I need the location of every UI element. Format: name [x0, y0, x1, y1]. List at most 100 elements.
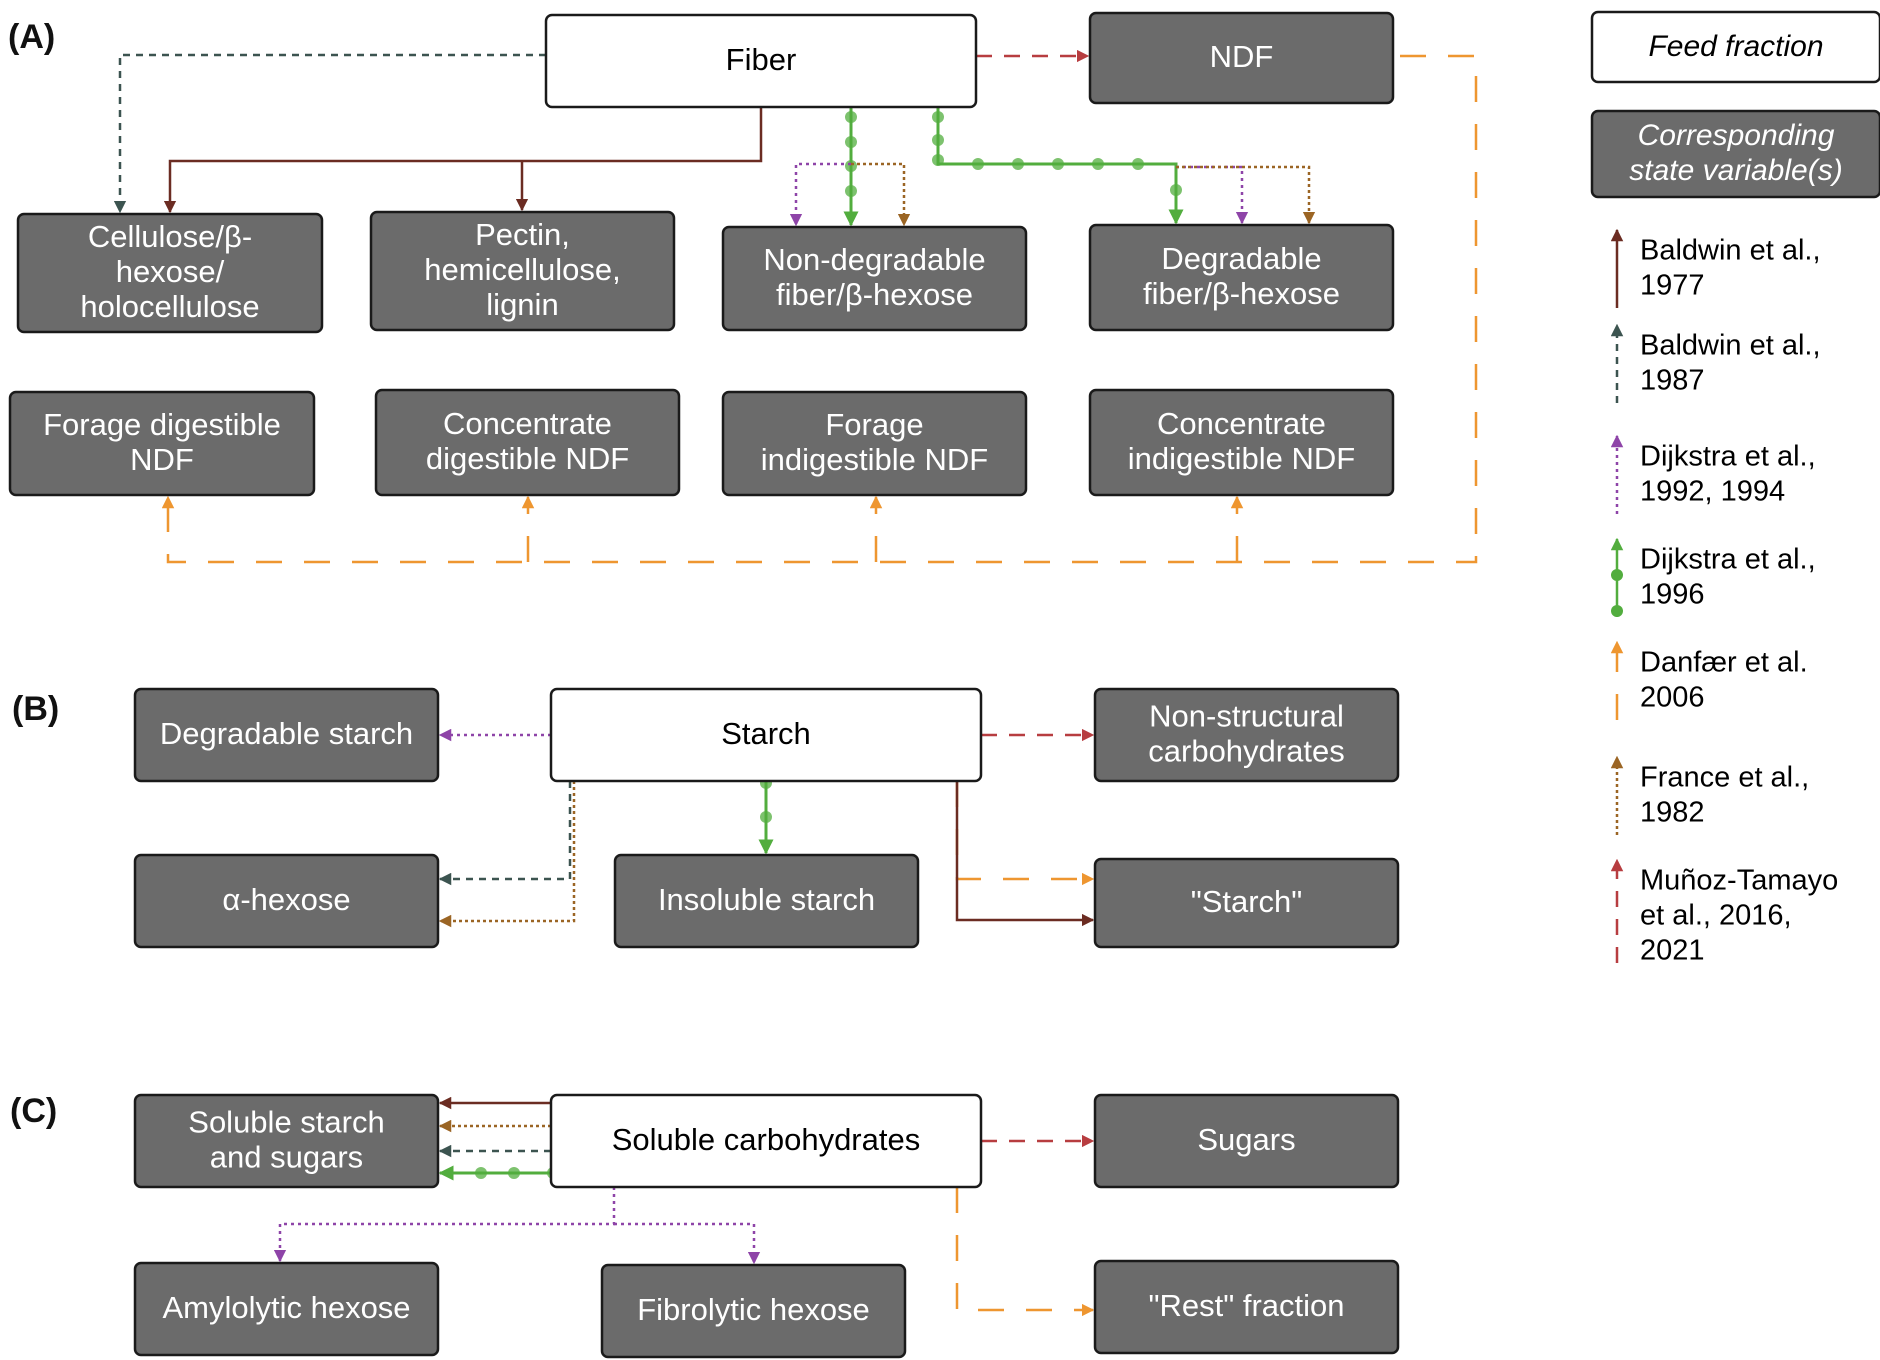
- legend-entry-label: Dijkstra et al.,: [1640, 441, 1816, 473]
- box-starch-q: "Starch": [1093, 857, 1400, 949]
- box-fibrolytic: Fibrolytic hexose: [600, 1263, 907, 1359]
- box-starch-label: Starch: [721, 716, 811, 751]
- legend-entry-dijkstra92: Dijkstra et al.,1992, 1994: [1610, 434, 1816, 514]
- connectors: [113, 49, 1478, 1317]
- legend-entry-label: Muñoz-Tamayo: [1640, 865, 1838, 897]
- box-deg-starch-shape: [133, 687, 440, 783]
- legend-entry-label: Baldwin et al.,: [1640, 235, 1821, 267]
- legend-entry-danfaer: Danfær et al.2006: [1610, 640, 1808, 720]
- connector-france: [851, 162, 911, 227]
- box-amylolytic: Amylolytic hexose: [133, 1261, 440, 1357]
- box-rest-label: "Rest" fraction: [1148, 1288, 1344, 1323]
- box-conc-dig-label: digestible NDF: [426, 441, 629, 476]
- connector-dijkstra92: [614, 1222, 761, 1265]
- connector-dot: [1170, 184, 1182, 196]
- box-nondeg-fiber-label: fiber/β-hexose: [776, 277, 973, 312]
- box-insol-starch: Insoluble starch: [613, 853, 920, 949]
- connector-dijkstra92: [789, 162, 851, 227]
- legend-entry-label: 1992, 1994: [1640, 476, 1785, 508]
- panel-label-c: (C): [10, 1092, 57, 1130]
- box-deg-fiber-label: Degradable: [1161, 241, 1321, 276]
- connector-france: [438, 781, 576, 928]
- connector-dot: [760, 811, 772, 823]
- box-pectin-label: hemicellulose,: [424, 252, 620, 287]
- connector-dot: [932, 154, 944, 166]
- box-sol-carb-shape: [549, 1093, 983, 1189]
- connector-danfaer: [161, 54, 1478, 564]
- box-nsc-shape: [1093, 687, 1400, 783]
- box-fibrolytic-shape: [600, 1263, 907, 1359]
- legend-entry-label: 1982: [1640, 797, 1705, 829]
- legend-entry-dijkstra96: Dijkstra et al.,1996: [1610, 537, 1816, 617]
- box-cellulose: Cellulose/β-hexose/holocellulose: [16, 212, 324, 334]
- box-nondeg-fiber-label: Non-degradable: [763, 242, 985, 277]
- connector-dot: [932, 111, 944, 123]
- connector-dot: [1052, 158, 1064, 170]
- connector-dot: [845, 160, 857, 172]
- box-rest: "Rest" fraction: [1093, 1259, 1400, 1355]
- box-alpha-hexose-shape: [133, 853, 440, 949]
- box-ndf-label: NDF: [1210, 39, 1274, 74]
- box-forage-indig-shape: [721, 390, 1028, 497]
- connector-dot: [475, 1167, 487, 1179]
- box-insol-starch-label: Insoluble starch: [658, 882, 875, 917]
- box-forage-dig-label: Forage digestible: [43, 407, 281, 442]
- box-sugars: Sugars: [1093, 1093, 1400, 1189]
- connector-dot: [1012, 158, 1024, 170]
- box-forage-dig-label: NDF: [130, 442, 194, 477]
- box-sol-carb: Soluble carbohydrates: [549, 1093, 983, 1189]
- box-starch-q-label: "Starch": [1191, 884, 1303, 919]
- legend-entry-label: 2006: [1640, 682, 1705, 714]
- panel-label-a: (A): [8, 18, 55, 56]
- legend-entry-label: Danfær et al.: [1640, 647, 1808, 679]
- legend-entry-france: France et al.,1982: [1610, 755, 1809, 835]
- box-deg-fiber-shape: [1088, 223, 1395, 332]
- box-alpha-hexose-label: α-hexose: [222, 882, 350, 917]
- box-fibrolytic-label: Fibrolytic hexose: [637, 1292, 870, 1327]
- legend-feed-fraction-label: Feed fraction: [1648, 30, 1823, 63]
- legend-feed-fraction-box: [1590, 10, 1880, 84]
- box-sol-carb-label: Soluble carbohydrates: [612, 1122, 920, 1157]
- box-deg-starch-label: Degradable starch: [160, 716, 413, 751]
- connector-danfaer: [955, 781, 1095, 886]
- box-ndf-shape: [1088, 11, 1395, 105]
- connector-baldwin77: [955, 781, 1095, 927]
- connector-dijkstra92: [273, 1187, 616, 1263]
- legend-dot: [1611, 569, 1623, 581]
- box-ndf: NDF: [1088, 11, 1395, 105]
- connector-dot: [508, 1167, 520, 1179]
- legend-entry-label: France et al.,: [1640, 762, 1809, 794]
- connector-dot: [972, 158, 984, 170]
- box-cellulose-label: Cellulose/β-: [88, 219, 252, 254]
- connector-dot: [845, 185, 857, 197]
- legend-entry-baldwin77: Baldwin et al.,1977: [1610, 228, 1821, 308]
- box-pectin: Pectin,hemicellulose,lignin: [369, 210, 676, 332]
- box-fiber: Fiber: [544, 13, 978, 109]
- box-fiber-label: Fiber: [726, 42, 797, 77]
- legend-entry-label: et al., 2016,: [1640, 900, 1792, 932]
- box-forage-indig-label: Forage: [825, 407, 923, 442]
- box-pectin-label: lignin: [486, 287, 558, 322]
- connector-danfaer: [955, 1187, 1095, 1317]
- connector-baldwin87: [438, 781, 572, 886]
- legend-state-variables-box: [1590, 109, 1880, 199]
- connector-dot: [1092, 158, 1104, 170]
- connector-baldwin87: [113, 53, 546, 214]
- box-cellulose-label: hexose/: [116, 254, 225, 289]
- box-amylolytic-label: Amylolytic hexose: [162, 1290, 410, 1325]
- connector-baldwin77: [163, 107, 763, 214]
- box-insol-starch-shape: [613, 853, 920, 949]
- legend-state-variables-label: Corresponding: [1638, 119, 1835, 152]
- legend-entry-label: 2021: [1640, 935, 1705, 967]
- box-starch: Starch: [549, 687, 983, 783]
- box-cellulose-shape: [16, 212, 324, 334]
